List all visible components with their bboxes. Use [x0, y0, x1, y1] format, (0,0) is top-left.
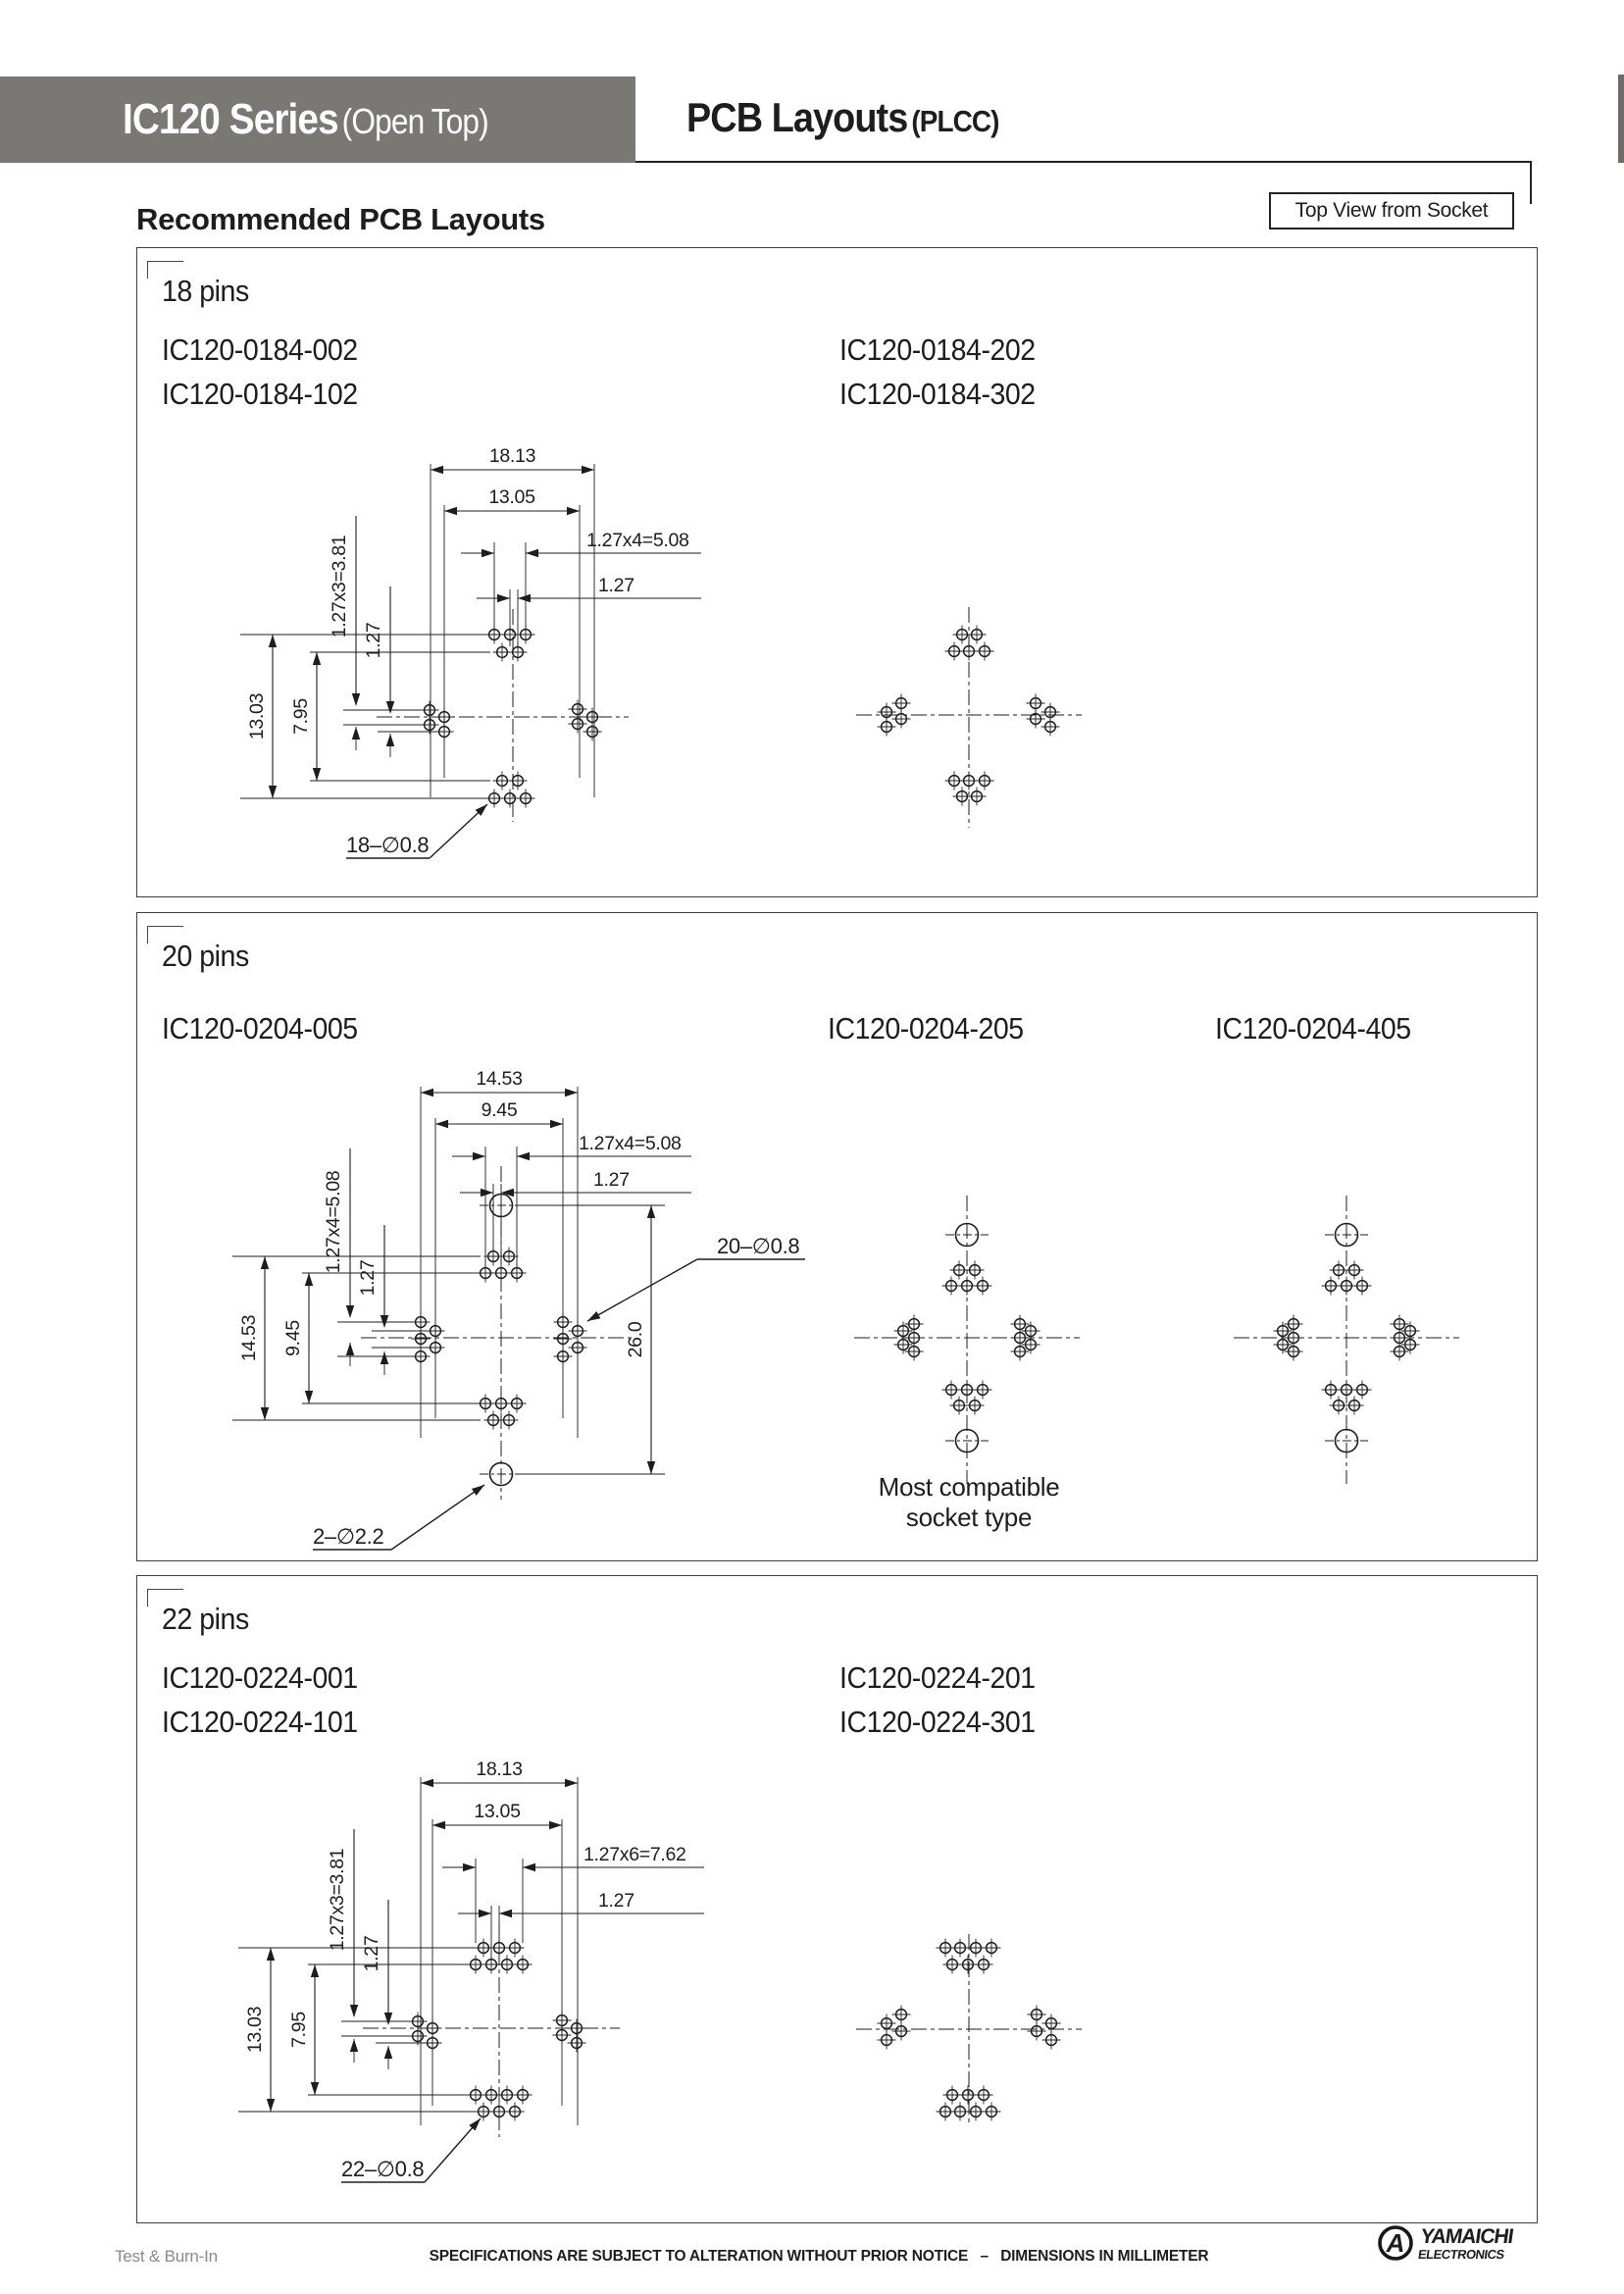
logo-circle-icon	[1378, 2225, 1413, 2261]
part-number: IC120-0184-102	[162, 377, 358, 411]
svg-text:1.27x4=5.08: 1.27x4=5.08	[586, 530, 689, 551]
section-heading: Recommended PCB Layouts	[136, 202, 545, 236]
page-edge-tab	[1618, 75, 1624, 163]
header-rule-tick	[1530, 161, 1532, 204]
svg-text:13.05: 13.05	[488, 486, 535, 508]
part-number: IC120-0184-302	[839, 377, 1036, 411]
svg-text:13.03: 13.03	[246, 693, 268, 739]
svg-text:22–∅0.8: 22–∅0.8	[341, 2157, 424, 2181]
svg-text:1.27: 1.27	[598, 1890, 634, 1912]
page-title: PCB Layouts (PLCC)	[686, 94, 999, 141]
svg-text:1.27: 1.27	[361, 1936, 382, 1972]
corner-bracket	[147, 1589, 183, 1606]
part-number: IC120-0184-002	[162, 332, 358, 367]
part-number: IC120-0204-005	[162, 1011, 358, 1045]
panel-18-pins: 18 pins IC120-0184-002 IC120-0184-102 IC…	[136, 247, 1538, 897]
compatibility-note: Most compatible socket type	[878, 1472, 1060, 1532]
series-title: IC120 Series	[122, 95, 339, 143]
page-title-main: PCB Layouts	[686, 94, 908, 140]
svg-text:YAMAICHI: YAMAICHI	[1419, 2225, 1514, 2248]
svg-text:1.27x3=3.81: 1.27x3=3.81	[329, 535, 350, 638]
series-subtitle: (Open Top)	[341, 101, 489, 141]
svg-text:18.13: 18.13	[489, 445, 535, 467]
svg-text:9.45: 9.45	[282, 1320, 304, 1356]
svg-text:1.27x4=5.08: 1.27x4=5.08	[323, 1171, 344, 1274]
panel-20-pins: 20 pins IC120-0204-005 IC120-0204-205 IC…	[136, 912, 1538, 1561]
part-number: IC120-0224-301	[839, 1705, 1036, 1739]
svg-text:1.27: 1.27	[357, 1260, 379, 1297]
part-number: IC120-0224-201	[839, 1660, 1036, 1695]
header-rule	[635, 161, 1532, 163]
svg-text:13.05: 13.05	[474, 1801, 521, 1822]
panel-title-18: 18 pins	[162, 274, 249, 308]
svg-text:14.53: 14.53	[238, 1315, 260, 1361]
footer-disclaimer: SPECIFICATIONS ARE SUBJECT TO ALTERATION…	[429, 2248, 1209, 2265]
svg-text:7.95: 7.95	[290, 698, 312, 735]
series-header-band: IC120 Series (Open Top)	[0, 76, 635, 163]
svg-text:20–∅0.8: 20–∅0.8	[717, 1234, 799, 1258]
logo-a-icon: A	[1386, 2228, 1405, 2258]
svg-text:1.27x4=5.08: 1.27x4=5.08	[579, 1133, 682, 1154]
svg-text:1.27x3=3.81: 1.27x3=3.81	[327, 1849, 348, 1952]
panel-title-22: 22 pins	[162, 1602, 249, 1636]
svg-text:13.03: 13.03	[244, 2007, 266, 2053]
svg-text:1.27: 1.27	[598, 575, 634, 596]
svg-text:ELECTRONICS: ELECTRONICS	[1417, 2247, 1505, 2262]
svg-text:18.13: 18.13	[476, 1759, 522, 1780]
yamaichi-logo: A YAMAICHI ELECTRONICS	[1378, 2225, 1514, 2262]
corner-bracket	[147, 261, 183, 279]
panel-title-20: 20 pins	[162, 939, 249, 973]
part-number: IC120-0184-202	[839, 332, 1036, 367]
svg-text:14.53: 14.53	[476, 1068, 522, 1090]
svg-text:18–∅0.8: 18–∅0.8	[346, 833, 429, 857]
svg-text:1.27: 1.27	[363, 623, 384, 659]
svg-text:7.95: 7.95	[288, 2012, 310, 2048]
corner-bracket	[147, 926, 183, 943]
part-number: IC120-0204-205	[828, 1011, 1024, 1045]
svg-text:1.27: 1.27	[593, 1169, 630, 1191]
pcb-layout-drawing-18: 18.13 13.05 1.27x4=5.08 1.27 1.27x3=3.81 1.27…	[240, 445, 1082, 859]
svg-text:1.27x6=7.62: 1.27x6=7.62	[584, 1844, 686, 1865]
top-view-label-box: Top View from Socket	[1269, 192, 1514, 229]
footer-category: Test & Burn-In	[115, 2247, 218, 2266]
part-number: IC120-0224-001	[162, 1660, 358, 1695]
svg-text:2–∅2.2: 2–∅2.2	[313, 1524, 383, 1549]
part-number: IC120-0204-405	[1215, 1011, 1411, 1045]
pcb-layout-drawing-20: 14.53 9.45 1.27x4=5.08 1.27 1.27x4=5.08 1.27 1…	[232, 1068, 1459, 1551]
svg-text:26.0: 26.0	[625, 1321, 646, 1357]
part-number: IC120-0224-101	[162, 1705, 358, 1739]
svg-text:9.45: 9.45	[482, 1099, 518, 1121]
page-title-sub: (PLCC)	[911, 104, 999, 138]
panel-22-pins: 22 pins IC120-0224-001 IC120-0224-101 IC…	[136, 1575, 1538, 2223]
pcb-layout-drawing-22: 18.13 13.05 1.27x6=7.62 1.27 1.27x3=3.81 1.27…	[238, 1759, 1082, 2183]
